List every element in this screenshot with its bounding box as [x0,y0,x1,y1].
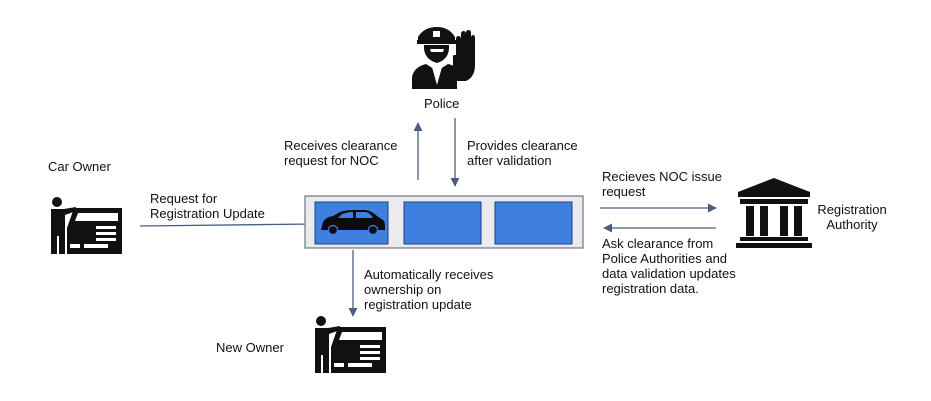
car-icon [321,210,385,236]
ledger-block-2 [403,201,482,245]
registration-authority-label: Registration Authority [817,202,887,232]
arrow-owner-to-ledger [139,219,315,229]
government-building-icon [736,178,812,248]
person-with-car-icon [51,197,122,254]
police-label: Police [424,96,460,111]
ledger-block-3 [494,201,573,245]
police-officer-icon [412,27,475,89]
new-owner-label: New Owner [216,340,284,355]
provides-clearance-label: Provides clearance after validation [467,138,578,168]
request-registration-update-label: Request for Registration Update [150,191,265,221]
recieves-noc-issue-label: Recieves NOC issue request [602,169,722,199]
car-owner-label: Car Owner [48,159,111,174]
ask-clearance-label: Ask clearance from Police Authorities an… [602,236,736,296]
automatic-ownership-label: Automatically receives ownership on regi… [364,267,494,312]
receives-clearance-request-label: Receives clearance request for NOC [284,138,398,168]
person-with-car-icon [315,316,386,373]
